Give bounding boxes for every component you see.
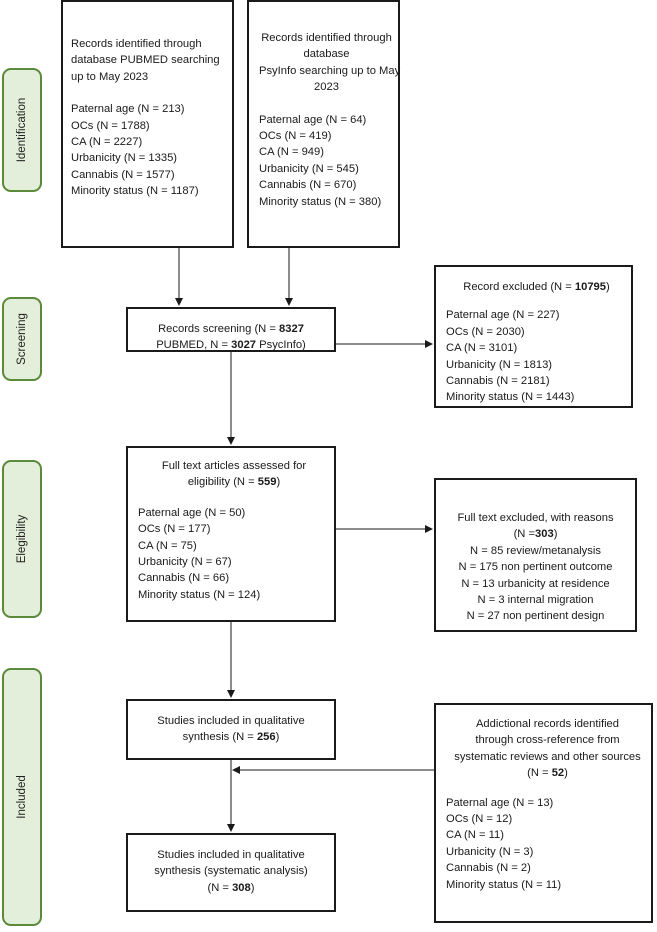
psyinfo-item: OCs (N = 419)	[259, 130, 332, 143]
additional-item: CA (N = 11)	[446, 829, 504, 842]
fulltext-item: CA (N = 75)	[138, 539, 197, 552]
additional-records-box: Addictional records identified through c…	[434, 703, 653, 923]
additional-item: Urbanicity (N = 3)	[446, 845, 534, 858]
pubmed-item: Paternal age (N = 213)	[71, 103, 185, 116]
additional-item: OCs (N = 12)	[446, 813, 513, 826]
fulltext-item: Minority status (N = 124)	[138, 588, 261, 601]
additional-title-line: through cross-reference from	[475, 734, 620, 747]
fulltext-excluded-line-1: Full text excluded, with reasons	[457, 512, 614, 524]
fulltext-excluded-reason: N = 85 review/metanalysis	[470, 544, 601, 557]
psyinfo-title-line: PsyInfo searching up to May	[259, 64, 401, 77]
excluded-item: Paternal age (N = 227)	[446, 309, 560, 322]
pubmed-item: CA (N = 2227)	[71, 136, 143, 149]
fulltext-item: Urbanicity (N = 67)	[138, 556, 232, 569]
psyinfo-records-box: Records identified through database PsyI…	[247, 0, 400, 248]
psyinfo-title-line: Records identified through	[261, 32, 392, 44]
fulltext-line-1: Full text articles assessed for	[161, 460, 307, 472]
fulltext-line-2: eligibility (N = 559)	[187, 476, 281, 489]
excluded-item: Cannabis (N = 2181)	[446, 375, 550, 388]
fulltext-excluded-reason: N = 3 internal migration	[477, 594, 594, 607]
qualitative-synthesis-box: Studies included in qualitative synthesi…	[126, 699, 336, 760]
psyinfo-title-line: database	[303, 48, 350, 61]
additional-item: Paternal age (N = 13)	[446, 796, 554, 809]
final-line-1: Studies included in qualitative	[157, 849, 305, 861]
pubmed-title-line: Records identified through	[71, 38, 202, 50]
stage-included: Included	[2, 668, 42, 926]
fulltext-excluded-reason: N = 13 urbanicity at residence	[461, 577, 610, 590]
fulltext-excluded-reason: N = 27 non pertinent design	[466, 610, 605, 623]
additional-title-line: Addictional records identified	[475, 718, 620, 730]
fulltext-excluded-reason: N = 175 non pertinent outcome	[458, 561, 613, 574]
psyinfo-item: Cannabis (N = 670)	[259, 179, 357, 192]
excluded-item: Urbanicity (N = 1813)	[446, 358, 553, 371]
pubmed-item: OCs (N = 1788)	[71, 119, 150, 132]
final-synthesis-box: Studies included in qualitative synthesi…	[126, 833, 336, 912]
additional-title-line: systematic reviews and other sources	[454, 750, 641, 763]
additional-item: Minority status (N = 11)	[446, 878, 562, 891]
fulltext-excluded-line-2: (N =303)	[513, 528, 558, 541]
final-line-2: synthesis (systematic analysis)	[154, 865, 308, 878]
fulltext-assessed-box: Full text articles assessed for eligibil…	[126, 446, 336, 622]
pubmed-item: Cannabis (N = 1577)	[71, 168, 175, 181]
excluded-title: Record excluded (N = 10795)	[463, 281, 610, 293]
qualitative-line-2: synthesis (N = 256)	[182, 731, 280, 744]
additional-title-line: (N = 52)	[527, 767, 568, 780]
fulltext-item: Paternal age (N = 50)	[138, 506, 246, 519]
fulltext-item: Cannabis (N = 66)	[138, 572, 230, 585]
pubmed-records-box: Records identified through database PUBM…	[61, 0, 234, 248]
screening-line-2: PUBMED, N = 3027 PsycInfo)	[156, 339, 306, 352]
final-line-3: (N = 308)	[207, 881, 255, 894]
stage-screening: Screening	[2, 297, 42, 381]
pubmed-item: Urbanicity (N = 1335)	[71, 152, 178, 165]
stage-eligibility: Elegibility	[2, 460, 42, 618]
psyinfo-item: CA (N = 949)	[259, 146, 324, 159]
excluded-item: CA (N = 3101)	[446, 342, 518, 355]
records-excluded-box: Record excluded (N = 10795) Paternal age…	[434, 265, 633, 408]
fulltext-item: OCs (N = 177)	[138, 523, 211, 536]
fulltext-excluded-box: Full text excluded, with reasons (N =303…	[434, 478, 637, 632]
pubmed-item: Minority status (N = 1187)	[71, 185, 199, 198]
additional-item: Cannabis (N = 2)	[446, 862, 531, 875]
pubmed-title-line: up to May 2023	[71, 70, 149, 83]
excluded-item: Minority status (N = 1443)	[446, 391, 575, 404]
stage-identification: Identification	[2, 68, 42, 192]
qualitative-line-1: Studies included in qualitative	[157, 715, 305, 727]
psyinfo-item: Minority status (N = 380)	[259, 195, 382, 208]
psyinfo-title-line: 2023	[314, 81, 339, 94]
pubmed-title-line: database PUBMED searching	[71, 54, 220, 67]
psyinfo-item: Urbanicity (N = 545)	[259, 162, 359, 175]
screening-line-1: Records screening (N = 8327	[158, 323, 304, 335]
excluded-item: OCs (N = 2030)	[446, 325, 525, 338]
psyinfo-item: Paternal age (N = 64)	[259, 113, 367, 126]
records-screening-box: Records screening (N = 8327 PUBMED, N = …	[126, 307, 336, 352]
